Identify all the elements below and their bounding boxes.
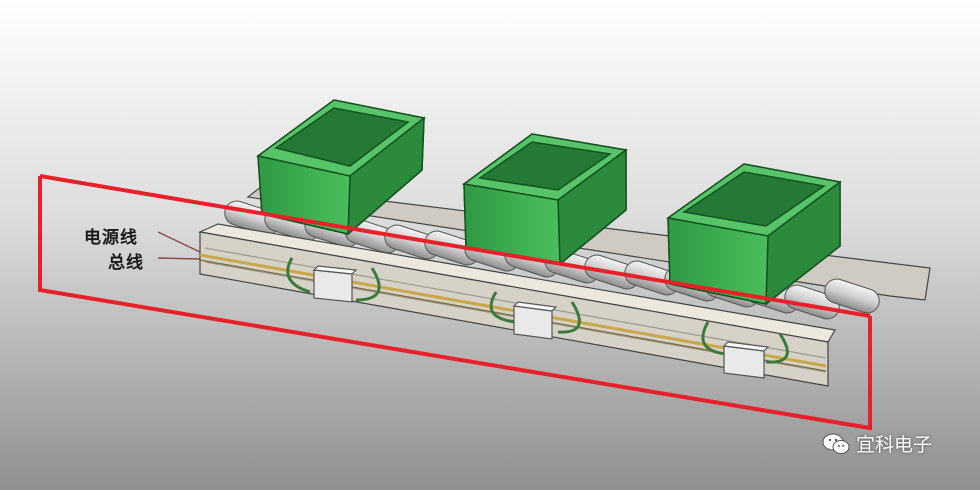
wechat-icon xyxy=(822,433,850,454)
junction-module xyxy=(512,301,558,340)
callout-leaders xyxy=(157,231,201,260)
junction-module xyxy=(312,265,358,303)
source-watermark: 宜科电子 xyxy=(822,430,932,457)
junction-module xyxy=(722,341,770,379)
bin-1 xyxy=(256,99,426,236)
bus-line-label: 总线 xyxy=(108,253,144,273)
power-line-label: 电源线 xyxy=(84,228,138,248)
bin-3 xyxy=(666,163,842,306)
bin-2 xyxy=(462,133,628,266)
watermark-text: 宜科电子 xyxy=(856,434,933,456)
red-frame-front xyxy=(39,174,871,318)
red-frame xyxy=(38,176,872,431)
cable-run xyxy=(199,253,827,372)
junction-modules xyxy=(312,265,770,379)
